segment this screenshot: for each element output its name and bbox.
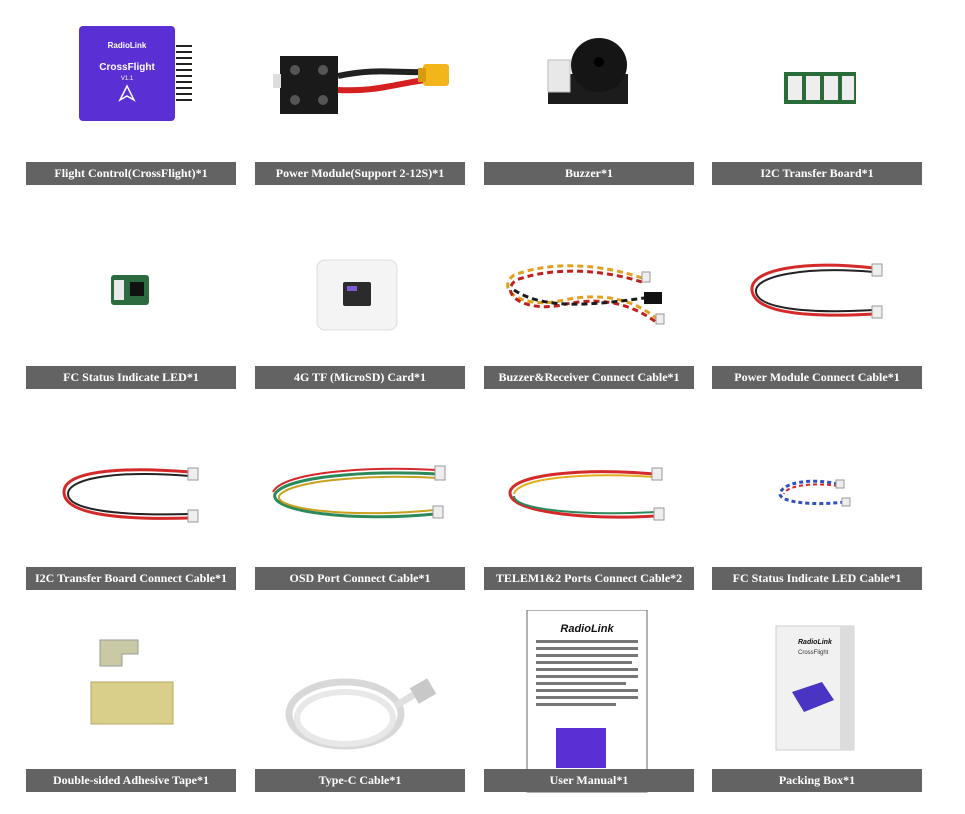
item-led-cable: FC Status Indicate LED Cable*1 bbox=[712, 422, 922, 590]
item-label: Buzzer&Receiver Connect Cable*1 bbox=[484, 366, 694, 389]
item-power-module: Power Module(Support 2-12S)*1 bbox=[255, 18, 465, 186]
item-osd-cable: OSD Port Connect Cable*1 bbox=[255, 422, 465, 590]
item-status-led: FC Status Indicate LED*1 bbox=[26, 220, 236, 389]
item-label: FC Status Indicate LED Cable*1 bbox=[712, 567, 922, 590]
item-label: Type-C Cable*1 bbox=[255, 769, 465, 792]
power-module-cable-image bbox=[712, 220, 922, 355]
item-label: FC Status Indicate LED*1 bbox=[26, 366, 236, 389]
item-label: TELEM1&2 Ports Connect Cable*2 bbox=[484, 567, 694, 590]
item-label: Power Module Connect Cable*1 bbox=[712, 366, 922, 389]
fc-version-text: V1.1 bbox=[121, 76, 134, 82]
buzzer-image bbox=[484, 18, 694, 153]
item-label: 4G TF (MicroSD) Card*1 bbox=[255, 366, 465, 389]
type-c-cable-image bbox=[255, 620, 465, 765]
item-packing-box: RadioLink CrossFlight Packing Box*1 bbox=[712, 620, 922, 794]
item-i2c-board: I2C Transfer Board*1 bbox=[712, 18, 922, 186]
user-manual-image: RadioLink bbox=[484, 610, 694, 794]
packing-box-image: RadioLink CrossFlight bbox=[712, 620, 922, 765]
item-power-module-cable: Power Module Connect Cable*1 bbox=[712, 220, 922, 389]
item-label: I2C Transfer Board*1 bbox=[712, 162, 922, 185]
item-i2c-cable: I2C Transfer Board Connect Cable*1 bbox=[26, 422, 236, 590]
fc-name-text: CrossFlight bbox=[99, 62, 155, 73]
item-label: User Manual*1 bbox=[484, 769, 694, 792]
i2c-board-image bbox=[712, 18, 922, 153]
status-led-image bbox=[26, 220, 236, 355]
item-buzzer: Buzzer*1 bbox=[484, 18, 694, 186]
fc-brand-text: RadioLink bbox=[108, 41, 147, 50]
flight-controller-image: RadioLink CrossFlight V1.1 bbox=[26, 18, 236, 153]
item-flight-controller: RadioLink CrossFlight V1.1 Flight Contro… bbox=[26, 18, 236, 186]
microsd-image bbox=[255, 220, 465, 355]
item-telem-cable: TELEM1&2 Ports Connect Cable*2 bbox=[484, 422, 694, 590]
box-name-text: CrossFlight bbox=[798, 650, 829, 656]
item-label: Double-sided Adhesive Tape*1 bbox=[26, 769, 236, 792]
item-type-c-cable: Type-C Cable*1 bbox=[255, 620, 465, 794]
item-label: Flight Control(CrossFlight)*1 bbox=[26, 162, 236, 185]
i2c-cable-image bbox=[26, 422, 236, 557]
item-adhesive-tape: Double-sided Adhesive Tape*1 bbox=[26, 620, 236, 794]
item-buzzer-receiver-cable: Buzzer&Receiver Connect Cable*1 bbox=[484, 220, 694, 389]
item-label: OSD Port Connect Cable*1 bbox=[255, 567, 465, 590]
item-label: Buzzer*1 bbox=[484, 162, 694, 185]
osd-cable-image bbox=[255, 422, 465, 557]
item-label: Packing Box*1 bbox=[712, 769, 922, 792]
adhesive-tape-image bbox=[26, 620, 236, 765]
item-microsd: 4G TF (MicroSD) Card*1 bbox=[255, 220, 465, 389]
item-label: I2C Transfer Board Connect Cable*1 bbox=[26, 567, 236, 590]
led-cable-image bbox=[712, 422, 922, 557]
buzzer-receiver-cable-image bbox=[484, 220, 694, 355]
telem-cable-image bbox=[484, 422, 694, 557]
box-brand-text: RadioLink bbox=[798, 639, 833, 646]
manual-brand-text: RadioLink bbox=[560, 623, 614, 635]
item-label: Power Module(Support 2-12S)*1 bbox=[255, 162, 465, 185]
item-user-manual: RadioLink User Manual*1 bbox=[484, 610, 694, 794]
power-module-image bbox=[255, 18, 465, 153]
